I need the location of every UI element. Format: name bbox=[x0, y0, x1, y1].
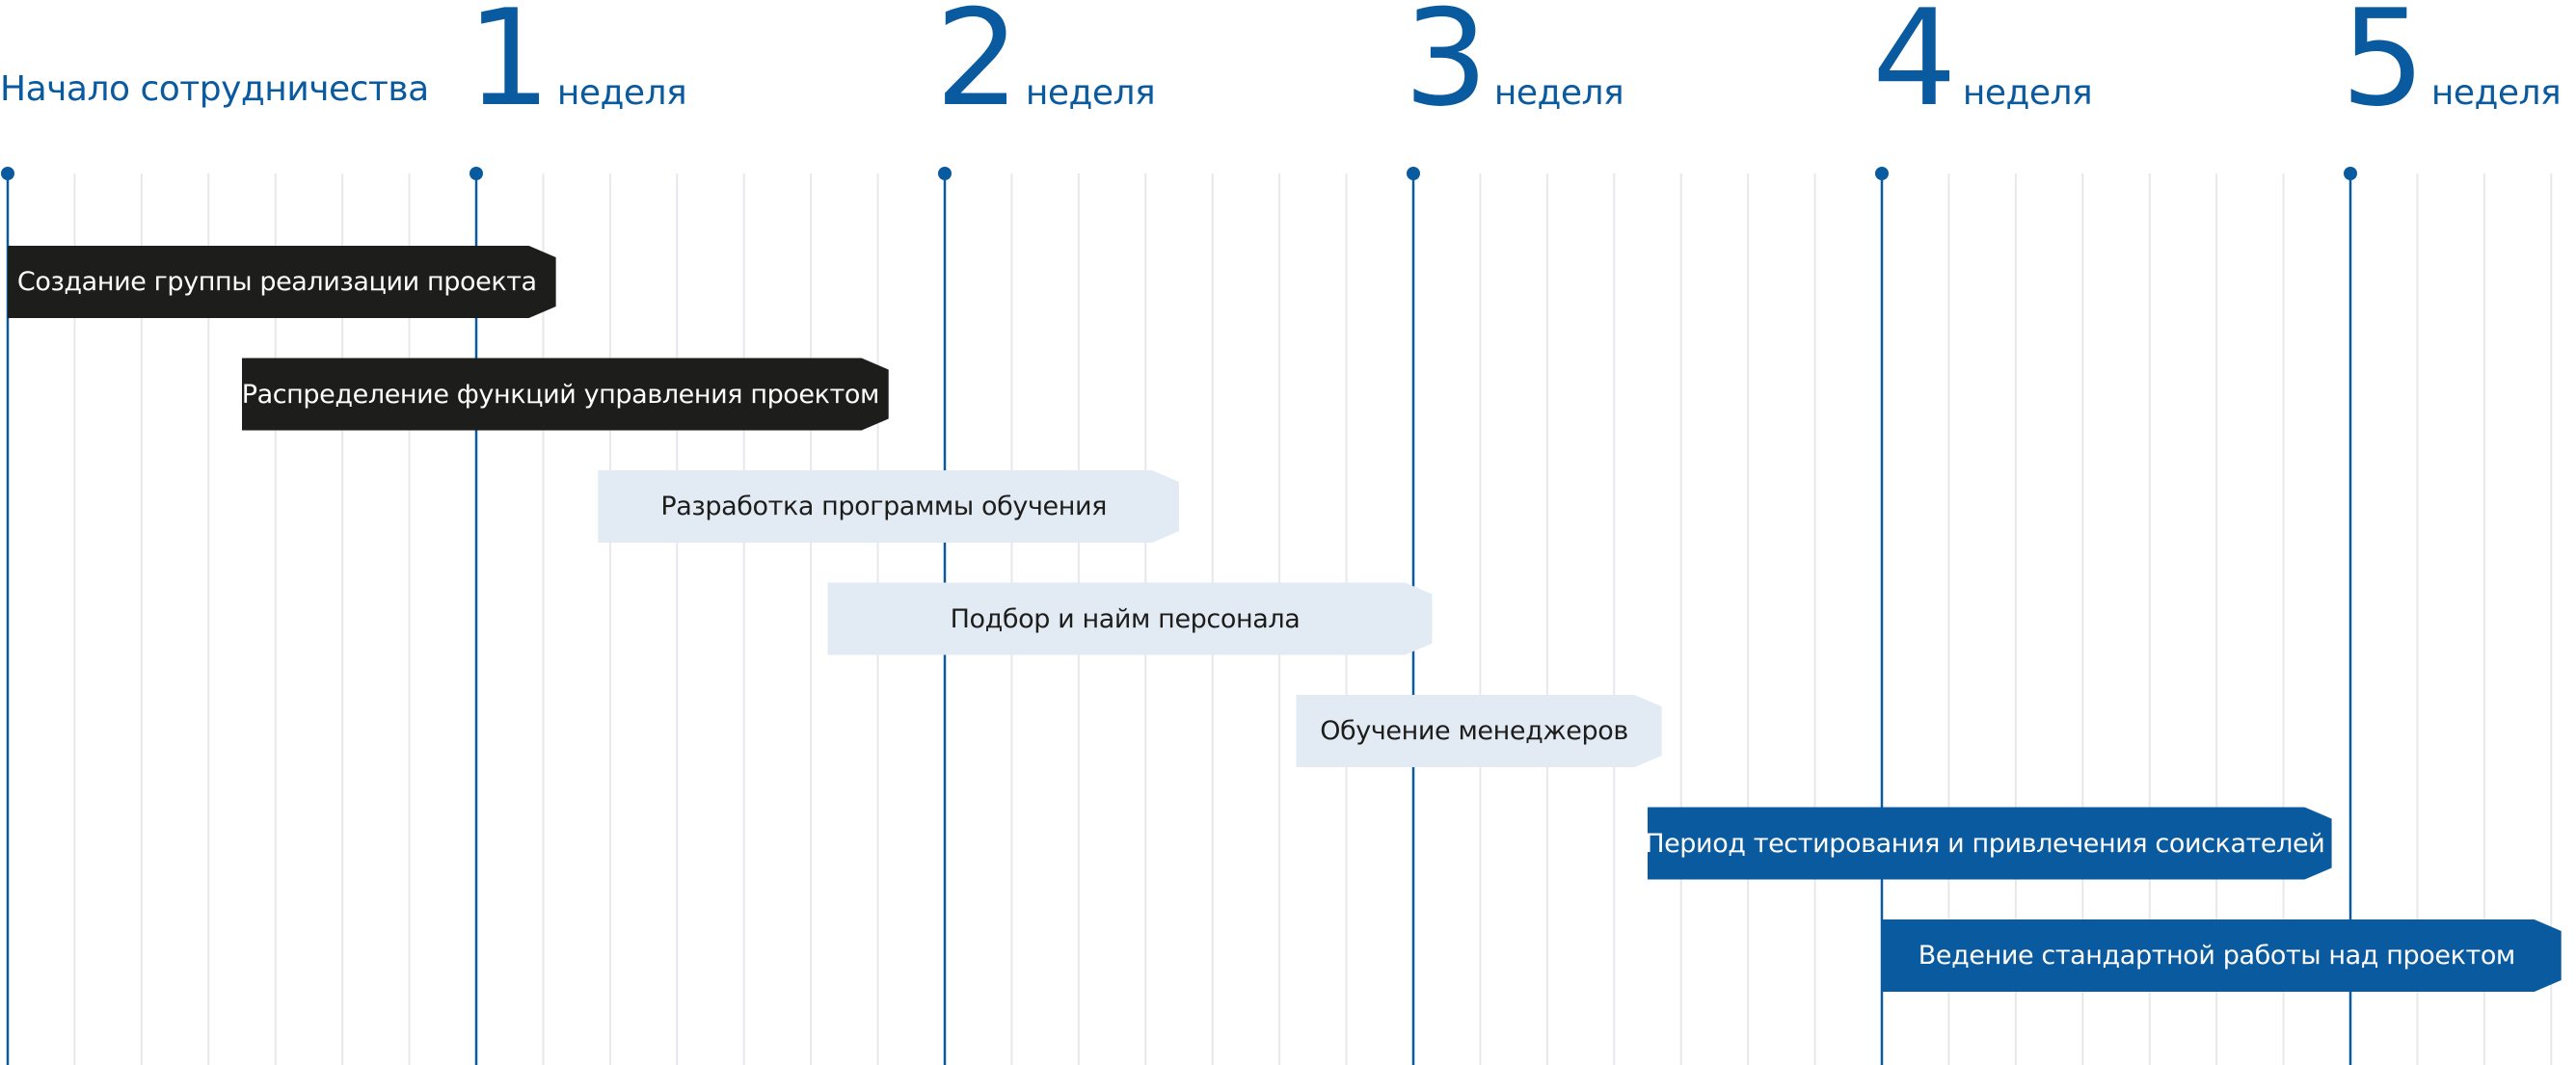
task-bar bbox=[827, 582, 1433, 655]
week-word: неделя bbox=[1025, 73, 1156, 113]
week-dot bbox=[1, 167, 14, 180]
week-dot bbox=[1875, 167, 1889, 180]
week-number: 3 bbox=[1404, 0, 1489, 136]
task-bar bbox=[1296, 695, 1662, 767]
task-bar bbox=[1648, 807, 2332, 880]
start-label: Начало сотрудничества bbox=[0, 69, 429, 109]
week-number: 4 bbox=[1872, 0, 1957, 136]
task-bar bbox=[8, 246, 556, 318]
week-number: 1 bbox=[467, 0, 551, 136]
week-word: неделя bbox=[556, 73, 687, 113]
task-bars bbox=[8, 246, 2562, 992]
week-dot bbox=[938, 167, 952, 180]
week-word: неделя bbox=[1962, 73, 2093, 113]
week-number: 5 bbox=[2341, 0, 2426, 136]
week-dot bbox=[1407, 167, 1420, 180]
task-bar bbox=[598, 470, 1179, 543]
week-dot bbox=[2344, 167, 2357, 180]
week-word: неделя bbox=[2430, 73, 2562, 113]
task-bar bbox=[242, 358, 889, 431]
task-bar bbox=[1882, 919, 2562, 992]
week-word: неделя bbox=[1493, 73, 1624, 113]
week-dot bbox=[470, 167, 483, 180]
week-number: 2 bbox=[935, 0, 1020, 136]
